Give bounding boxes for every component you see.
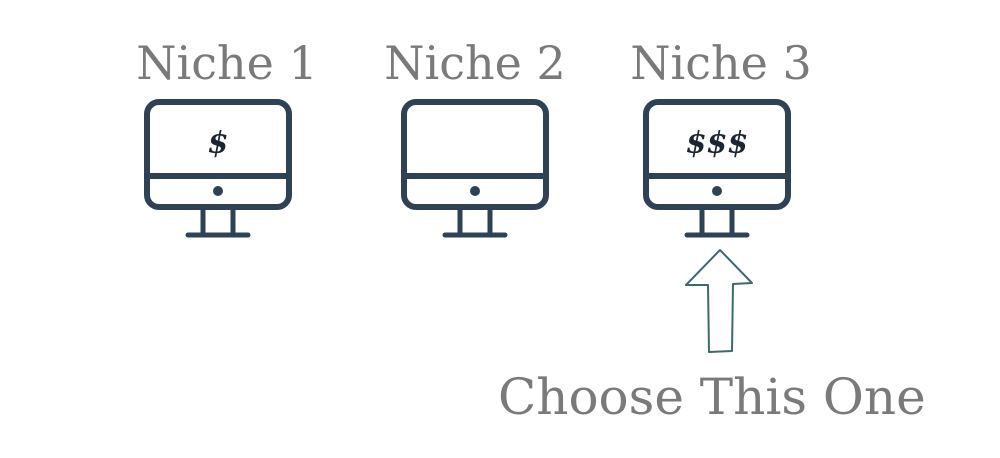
niche-2-label: Niche 2 <box>384 36 566 90</box>
niche-1-label: Niche 1 <box>136 36 318 90</box>
monitor-icon-2 <box>401 99 549 238</box>
monitor-icon-1: $ <box>144 99 292 238</box>
screen-dollar-text: $ <box>208 126 229 161</box>
screen-dollars-text: $$$ <box>686 126 749 161</box>
monitor-icon-3: $$$ <box>643 99 791 238</box>
choose-callout: Choose This One <box>498 368 926 426</box>
up-arrow-icon <box>685 249 753 353</box>
niche-3-label: Niche 3 <box>630 36 812 90</box>
